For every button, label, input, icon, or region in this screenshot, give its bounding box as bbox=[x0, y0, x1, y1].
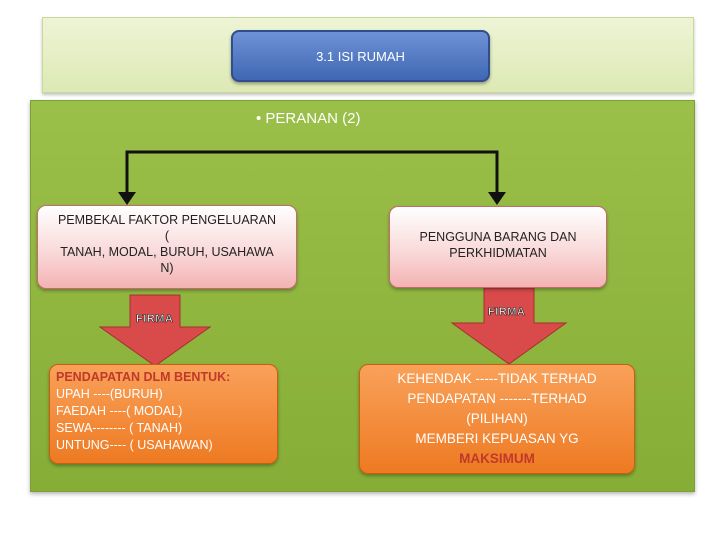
connector-arrowhead-left bbox=[118, 192, 136, 205]
wants-line-3: (PILIHAN) bbox=[466, 411, 528, 426]
supplier-line-2: ( bbox=[164, 229, 170, 243]
supplier-box: PEMBEKAL FAKTOR PENGELUARAN ( TANAH, MOD… bbox=[37, 205, 297, 289]
income-line-3: SEWA-------- ( TANAH) bbox=[56, 421, 183, 435]
title-box: 3.1 ISI RUMAH bbox=[231, 30, 490, 82]
income-line-4: UNTUNG---- ( USAHAWAN) bbox=[56, 438, 213, 452]
wants-emphasis: MAKSIMUM bbox=[459, 451, 535, 466]
income-line-2: FAEDAH ----( MODAL) bbox=[56, 404, 183, 418]
supplier-line-1: PEMBEKAL FAKTOR PENGELUARAN bbox=[57, 213, 277, 227]
income-heading: PENDAPATAN DLM BENTUK: bbox=[56, 370, 231, 384]
wants-box: KEHENDAK -----TIDAK TERHAD PENDAPATAN --… bbox=[359, 364, 635, 474]
arrow-label-left: FIRMA bbox=[136, 313, 174, 326]
connector-line bbox=[125, 150, 499, 194]
arrow-label-right: FIRMA bbox=[488, 306, 526, 319]
income-box: PENDAPATAN DLM BENTUK: UPAH ----(BURUH) … bbox=[49, 364, 278, 464]
income-line-1: UPAH ----(BURUH) bbox=[56, 387, 163, 401]
supplier-line-3: TANAH, MODAL, BURUH, USAHAWA bbox=[60, 245, 274, 259]
wants-line-4: MEMBERI KEPUASAN YG bbox=[415, 431, 579, 446]
supplier-line-4: N) bbox=[160, 261, 174, 275]
down-arrow-right bbox=[450, 287, 568, 365]
page-title: 3.1 ISI RUMAH bbox=[316, 48, 405, 64]
user-line-1: PENGGUNA BARANG DAN bbox=[419, 230, 577, 244]
user-line-2: PERKHIDMATAN bbox=[449, 246, 547, 260]
connector-arrowhead-right bbox=[488, 192, 506, 205]
user-box: PENGGUNA BARANG DAN PERKHIDMATAN bbox=[389, 206, 607, 288]
wants-line-2: PENDAPATAN -------TERHAD bbox=[407, 391, 587, 406]
subtitle: • PERANAN (2) bbox=[256, 110, 361, 127]
down-arrow-left bbox=[98, 294, 212, 367]
wants-line-1: KEHENDAK -----TIDAK TERHAD bbox=[397, 371, 597, 386]
